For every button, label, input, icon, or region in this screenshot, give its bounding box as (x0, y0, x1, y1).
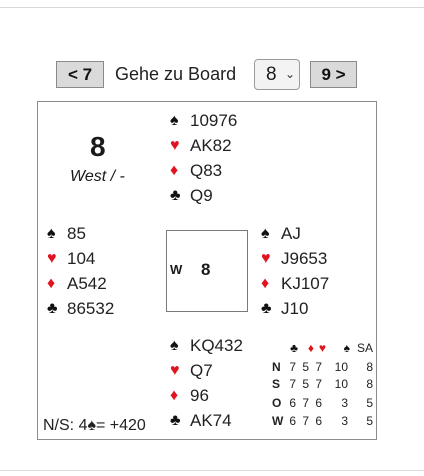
dd-row-seat: N (272, 360, 281, 374)
dd-cell: 3 (341, 396, 348, 410)
dd-header-clubs-icon: ♣ (290, 341, 298, 355)
dd-cell: 7 (289, 360, 296, 374)
dealer-vulnerability: West / - (70, 168, 125, 185)
dd-cell: 5 (302, 377, 309, 391)
dd-cell: 7 (315, 377, 322, 391)
spade-icon: ♠ (170, 112, 179, 129)
heart-icon: ♥ (170, 362, 180, 379)
chevron-down-icon: ⌄ (285, 67, 296, 81)
board-number: 8 (90, 131, 106, 162)
dd-cell: 6 (315, 414, 322, 428)
south-diamonds-cards: 96 (190, 386, 209, 405)
dealer-seat-marker: W (170, 262, 183, 277)
dd-cell: 6 (315, 396, 322, 410)
north-clubs-cards: Q9 (190, 186, 213, 205)
spade-icon: ♠ (261, 225, 270, 242)
west-diamonds-cards: A542 (67, 274, 107, 293)
dd-cell: 6 (289, 396, 296, 410)
club-icon: ♣ (47, 300, 58, 317)
club-icon: ♣ (170, 412, 181, 429)
dd-cell: 10 (334, 377, 348, 391)
spade-icon: ♠ (47, 225, 56, 242)
diamond-icon: ♦ (261, 275, 270, 292)
east-hearts-cards: J9653 (281, 249, 328, 268)
dd-cell: 5 (302, 360, 309, 374)
west-spades-cards: 85 (67, 224, 86, 243)
bottom-divider (0, 470, 424, 471)
south-spades-cards: KQ432 (190, 336, 243, 355)
south-hearts-cards: Q7 (190, 361, 213, 380)
board-select[interactable]: 8 ⌄ (254, 59, 300, 90)
contract-result: N/S: 4♠= +420 (43, 417, 146, 434)
dd-header-diamonds-icon: ♦ (307, 341, 314, 355)
dd-row-seat: O (272, 396, 282, 410)
previous-board-button[interactable]: < 7 (56, 61, 104, 88)
deal-diagram (37, 101, 377, 440)
north-hearts-cards: AK82 (190, 136, 232, 155)
dd-cell: 3 (341, 414, 348, 428)
diamond-icon: ♦ (47, 275, 56, 292)
table-compass: W 8 (166, 230, 248, 312)
dd-cell: 7 (289, 377, 296, 391)
dd-row-seat: W (272, 414, 284, 428)
dd-cell: 8 (366, 377, 373, 391)
dd-header-hearts-icon: ♥ (318, 341, 326, 355)
dd-cell: 7 (315, 360, 322, 374)
dd-header-spades-icon: ♠ (343, 341, 350, 355)
west-hearts-cards: 104 (67, 249, 96, 268)
compass-board-number: 8 (201, 260, 211, 279)
north-diamonds-cards: Q83 (190, 161, 223, 180)
dd-cell: 7 (302, 414, 309, 428)
west-clubs-cards: 86532 (67, 299, 115, 318)
heart-icon: ♥ (170, 137, 180, 154)
spade-icon: ♠ (170, 337, 179, 354)
dd-header-notrump: SA (356, 341, 373, 355)
diamond-icon: ♦ (170, 387, 179, 404)
heart-icon: ♥ (261, 250, 271, 267)
club-icon: ♣ (261, 300, 272, 317)
dd-cell: 7 (302, 396, 309, 410)
club-icon: ♣ (170, 187, 181, 204)
dd-cell: 6 (289, 414, 296, 428)
dd-row-seat: S (272, 377, 281, 391)
goto-board-label: Gehe zu Board (115, 64, 237, 84)
dd-cell: 8 (366, 360, 373, 374)
next-board-button[interactable]: 9 > (310, 61, 357, 88)
top-divider (0, 7, 424, 8)
east-diamonds-cards: KJ107 (281, 274, 330, 293)
east-clubs-cards: J10 (281, 299, 309, 318)
dd-cell: 10 (334, 360, 348, 374)
east-spades-cards: AJ (281, 224, 301, 243)
heart-icon: ♥ (47, 250, 57, 267)
dd-cell: 5 (366, 414, 373, 428)
diamond-icon: ♦ (170, 162, 179, 179)
dd-cell: 5 (366, 396, 373, 410)
board-select-value: 8 (266, 64, 277, 85)
north-spades-cards: 10976 (190, 111, 238, 130)
south-clubs-cards: AK74 (190, 411, 232, 430)
